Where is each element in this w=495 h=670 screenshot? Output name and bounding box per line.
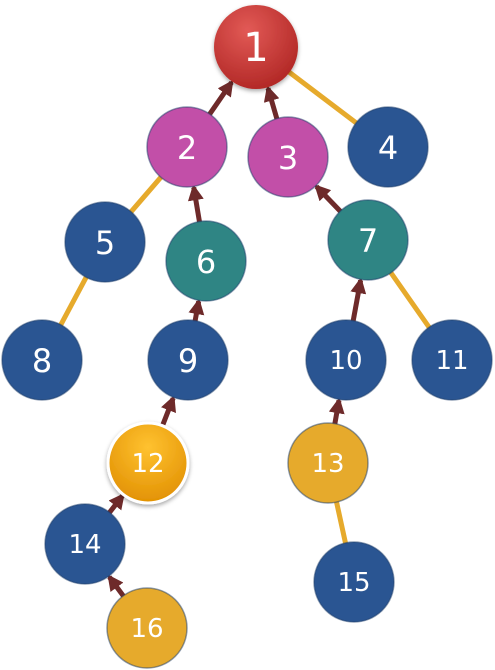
node-10: 10 <box>305 319 387 401</box>
edge-2-1 <box>206 79 234 118</box>
node-9: 9 <box>147 319 229 401</box>
node-16: 16 <box>106 587 188 669</box>
node-label-3: 3 <box>278 139 298 177</box>
node-circle-16 <box>106 587 188 669</box>
node-15: 15 <box>313 541 395 623</box>
node-label-16: 16 <box>130 614 163 644</box>
node-circle-4 <box>347 106 429 188</box>
edge-13-10 <box>328 397 345 426</box>
node-11: 11 <box>411 319 493 401</box>
node-label-12: 12 <box>131 449 164 479</box>
node-circle-13 <box>287 422 369 504</box>
node-label-4: 4 <box>378 129 398 167</box>
node-4: 4 <box>347 106 429 188</box>
node-circle-5 <box>64 201 146 283</box>
node-circle-14 <box>44 503 126 585</box>
node-label-14: 14 <box>68 530 101 560</box>
edge-14-12 <box>106 492 125 516</box>
node-12: 12 <box>106 421 190 505</box>
node-circle-1 <box>214 5 298 89</box>
node-14: 14 <box>44 503 126 585</box>
node-6: 6 <box>165 220 247 302</box>
node-circle-12 <box>106 421 190 505</box>
node-circle-6 <box>165 220 247 302</box>
node-circle-3 <box>247 116 329 198</box>
node-label-6: 6 <box>196 243 216 281</box>
edge-16-14 <box>107 574 127 599</box>
node-5: 5 <box>64 201 146 283</box>
edge-12-9 <box>159 395 176 429</box>
node-label-11: 11 <box>435 346 468 376</box>
node-label-9: 9 <box>178 342 198 380</box>
node-label-15: 15 <box>337 568 370 598</box>
node-2: 2 <box>146 106 228 188</box>
node-label-2: 2 <box>177 129 197 167</box>
node-label-8: 8 <box>32 342 52 380</box>
node-7: 7 <box>327 199 409 281</box>
node-1: 1 <box>214 5 298 89</box>
node-circle-8 <box>1 319 83 401</box>
node-label-7: 7 <box>358 222 378 260</box>
node-8: 8 <box>1 319 83 401</box>
node-circle-11 <box>411 319 493 401</box>
node-3: 3 <box>247 116 329 198</box>
node-circle-7 <box>327 199 409 281</box>
edge-10-7 <box>350 277 367 324</box>
node-circle-9 <box>147 319 229 401</box>
node-circle-2 <box>146 106 228 188</box>
node-circle-15 <box>313 541 395 623</box>
edge-6-2 <box>187 184 204 224</box>
node-label-5: 5 <box>95 224 115 262</box>
edge-7-3 <box>314 184 344 215</box>
node-13: 13 <box>287 422 369 504</box>
node-label-13: 13 <box>311 449 344 479</box>
node-circle-10 <box>305 319 387 401</box>
edge-9-6 <box>188 298 205 324</box>
node-label-1: 1 <box>243 25 268 71</box>
edge-3-1 <box>263 85 280 122</box>
node-label-10: 10 <box>329 346 362 376</box>
